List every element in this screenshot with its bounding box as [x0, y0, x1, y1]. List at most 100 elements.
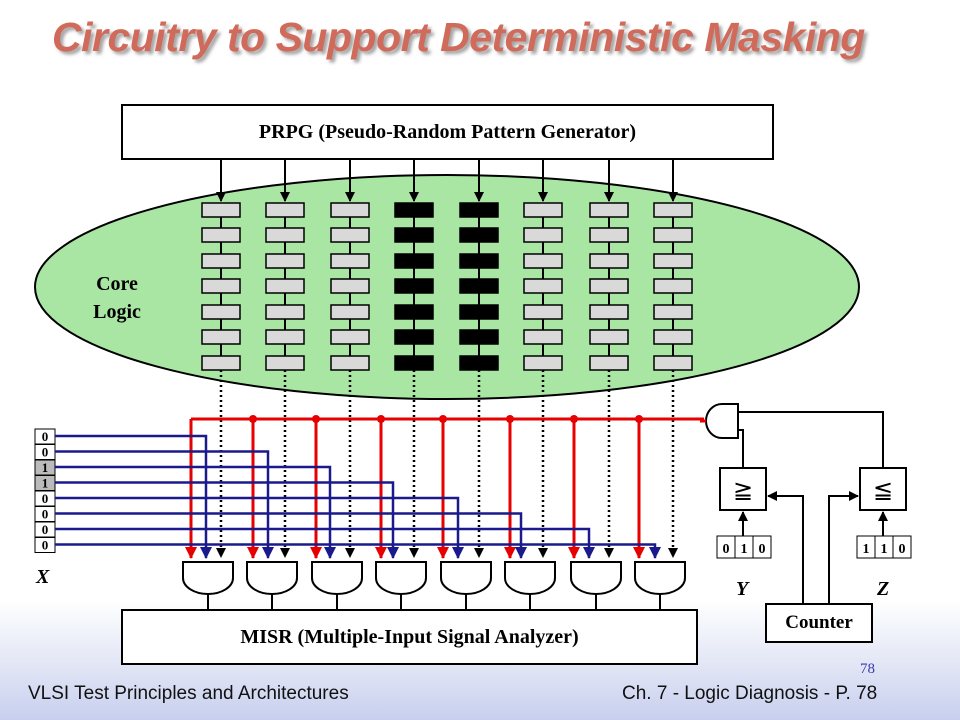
scan-cell	[523, 355, 563, 371]
y-comparator-output-wire	[738, 429, 744, 468]
scan-cell	[653, 329, 693, 345]
masked-scan-cell	[394, 278, 434, 294]
x-register-bit: 0	[42, 491, 49, 506]
z-register-label: Z	[877, 578, 890, 600]
scan-cell	[523, 253, 563, 269]
and-gate	[440, 561, 492, 595]
x-register-bit: 0	[42, 522, 49, 537]
x-register-bit: 0	[42, 445, 49, 460]
scan-cell	[265, 329, 305, 345]
scan-cell	[330, 329, 370, 345]
scan-cell	[589, 278, 629, 294]
x-register-bit: 0	[42, 538, 49, 553]
footer-course-title: VLSI Test Principles and Architectures	[28, 683, 349, 704]
scan-cell	[265, 355, 305, 371]
core-logic-label: Core Logic	[72, 270, 162, 326]
masked-scan-cell	[394, 329, 434, 345]
scan-cell	[589, 202, 629, 218]
scan-cell	[265, 227, 305, 243]
masked-scan-cell	[459, 355, 499, 371]
misr-box: MISR (Multiple-Input Signal Analyzer)	[121, 609, 698, 665]
scan-cell	[330, 278, 370, 294]
scan-cell	[201, 278, 241, 294]
z-comparator-box	[859, 467, 907, 511]
chain-output-arrowhead	[538, 548, 548, 558]
chain-output-arrowhead	[216, 548, 226, 558]
scan-cell	[589, 227, 629, 243]
bus-junction-dot	[439, 415, 447, 423]
x-mask-wire	[55, 434, 212, 559]
and-gate	[311, 561, 363, 595]
x-mask-wire	[55, 465, 336, 559]
and-gate	[570, 561, 622, 595]
scan-cell	[653, 355, 693, 371]
x-register-bit: 1	[42, 476, 49, 491]
scan-cell	[653, 278, 693, 294]
scan-cell	[523, 304, 563, 320]
bus-junction-dot	[570, 415, 578, 423]
scan-cell	[589, 355, 629, 371]
footer-chapter-page: Ch. 7 - Logic Diagnosis - P. 78	[622, 683, 878, 704]
scan-cell	[265, 304, 305, 320]
misr-label: MISR (Multiple-Input Signal Analyzer)	[240, 625, 579, 648]
counter-box: Counter	[765, 603, 873, 643]
x-register-label: X	[36, 566, 50, 588]
masked-scan-cell	[394, 227, 434, 243]
core-logic-line-2: Logic	[93, 301, 141, 323]
z-register-bit: 0	[899, 542, 906, 557]
and-gate	[504, 561, 556, 595]
core-logic-ellipse	[34, 174, 860, 400]
scan-cell	[653, 253, 693, 269]
scan-cell	[330, 304, 370, 320]
y-register-bit: 0	[723, 542, 730, 557]
scan-cell	[653, 227, 693, 243]
y-register-bit: 0	[759, 542, 766, 557]
mask-enable-and-gate	[705, 403, 739, 439]
masked-scan-cell	[394, 202, 434, 218]
chain-output-arrowhead	[345, 548, 355, 558]
x-register-bit: 0	[42, 507, 49, 522]
masked-scan-cell	[459, 202, 499, 218]
and-gate	[634, 561, 686, 595]
scan-cell	[265, 253, 305, 269]
scan-cell	[201, 227, 241, 243]
bus-junction-dot	[635, 415, 643, 423]
bus-junction-dot	[377, 415, 385, 423]
scan-cell	[589, 329, 629, 345]
page-number: 78	[860, 661, 875, 677]
core-logic-line-1: Core	[96, 273, 138, 295]
chain-output-arrowhead	[668, 548, 678, 558]
prpg-box: PRPG (Pseudo-Random Pattern Generator)	[121, 104, 774, 160]
bus-junction-dot	[506, 415, 514, 423]
scan-cell	[523, 329, 563, 345]
counter-to-z-wire	[828, 491, 859, 603]
chain-output-arrowhead	[604, 548, 614, 558]
counter-to-y-wire	[767, 491, 804, 603]
scan-cell	[330, 253, 370, 269]
x-mask-wire	[55, 527, 595, 559]
scan-cell	[265, 202, 305, 218]
and-gate	[246, 561, 298, 595]
masked-scan-cell	[459, 304, 499, 320]
scan-cell	[330, 202, 370, 218]
scan-cell	[523, 227, 563, 243]
scan-cell	[201, 329, 241, 345]
scan-cell	[653, 304, 693, 320]
y-register-bit: 1	[741, 542, 748, 557]
slide-title: Circuitry to Support Deterministic Maski…	[52, 14, 865, 60]
x-mask-wire	[55, 543, 661, 559]
scan-cell	[201, 253, 241, 269]
scan-cell	[523, 278, 563, 294]
masked-scan-cell	[394, 253, 434, 269]
z-comparator-symbol: ≦	[873, 476, 893, 504]
scan-cell	[523, 202, 563, 218]
chain-output-arrowhead	[474, 548, 484, 558]
x-register-bit: 1	[42, 460, 49, 475]
z-register-cell	[892, 535, 912, 559]
x-mask-wire	[55, 496, 464, 559]
x-mask-wire	[55, 450, 274, 559]
z-comparator-output-wire	[738, 411, 884, 468]
and-gate	[182, 561, 234, 595]
chain-output-arrowhead	[409, 548, 419, 558]
